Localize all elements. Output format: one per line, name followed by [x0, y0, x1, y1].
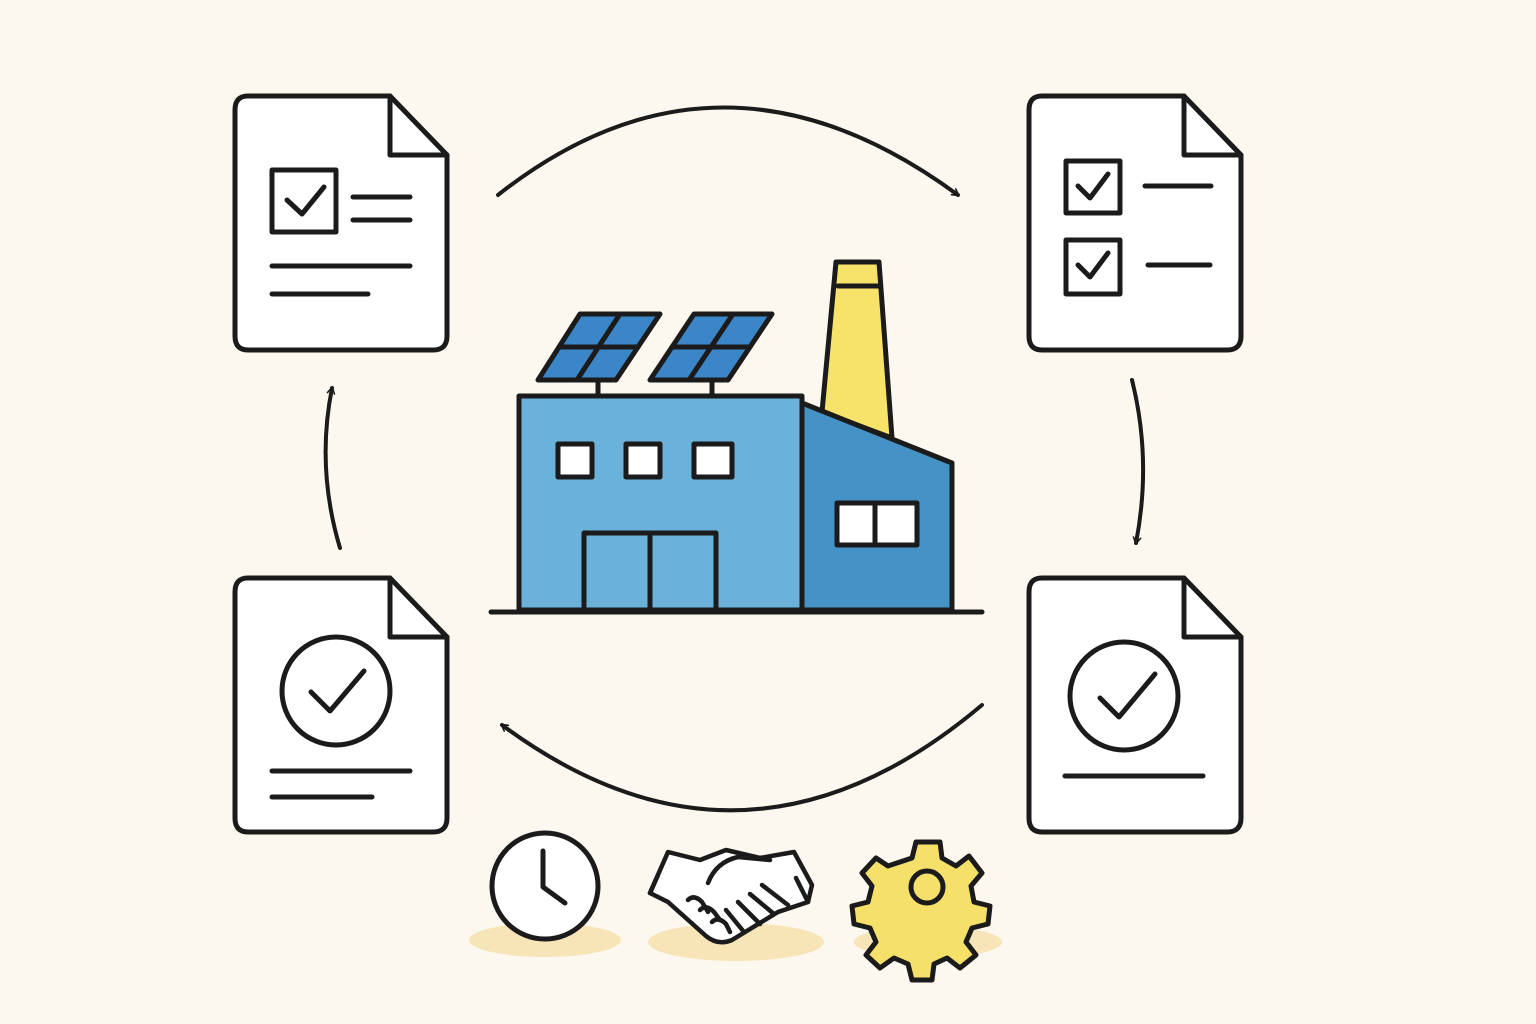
arrow-bottom-right-to-bottom-left: [500, 703, 984, 813]
factory-with-solar-panels-icon: [488, 259, 985, 615]
solar-panel: [535, 311, 663, 383]
document-checklist-icon: [1026, 93, 1244, 353]
gear-icon: [849, 839, 993, 983]
cycle-arrows: [323, 105, 1146, 813]
arrow-bottom-left-to-top-left: [323, 386, 342, 550]
solar-panel: [647, 311, 775, 383]
arrow-top-right-to-bottom-right: [1130, 378, 1146, 545]
document-single-check-icon: [232, 93, 450, 353]
clock-icon: [489, 830, 601, 942]
document-approved-icon: [1026, 575, 1244, 835]
document-approved-icon: [232, 575, 450, 835]
handshake-icon: [647, 847, 815, 945]
arrow-top-left-to-top-right: [496, 105, 960, 197]
